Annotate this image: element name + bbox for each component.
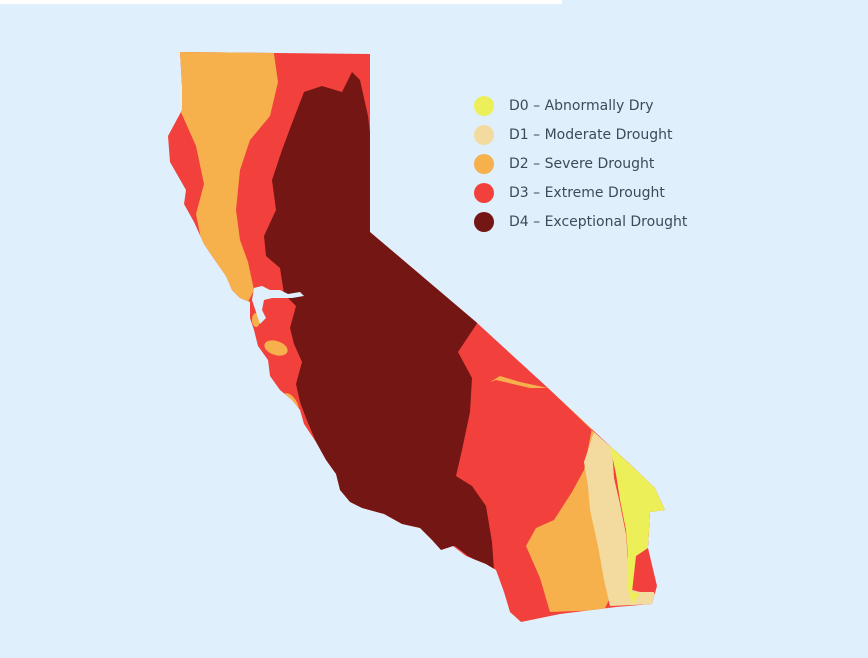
legend-swatch-d0 [474,96,494,117]
legend-item-d4: D4 – Exceptional Drought [474,207,687,236]
zone-d1-east [584,432,656,606]
legend-label-d3: D3 – Extreme Drought [509,184,665,201]
zone-d2-north-coast [168,52,278,310]
zone-d2-coast-oval-1 [264,340,288,356]
zone-d2-southeast [490,376,610,612]
sf-bay-water [252,286,304,324]
legend-item-d2: D2 – Severe Drought [474,150,687,179]
legend-label-d4: D4 – Exceptional Drought [509,213,688,230]
legend-label-d2: D2 – Severe Drought [509,155,655,172]
legend-label-d1: D1 – Moderate Drought [509,127,673,144]
top-border-strip [0,0,562,4]
legend-item-d0: D0 – Abnormally Dry [474,92,687,121]
zone-d4-interior [264,72,494,570]
legend-label-d0: D0 – Abnormally Dry [509,98,654,115]
zone-d0-east [610,446,665,604]
legend-swatch-d2 [474,153,494,174]
legend-swatch-d1 [474,125,494,146]
legend-item-d1: D1 – Moderate Drought [474,121,687,150]
legend-swatch-d3 [474,182,494,203]
drought-legend: D0 – Abnormally Dry D1 – Moderate Drough… [474,92,687,236]
legend-item-d3: D3 – Extreme Drought [474,178,687,207]
legend-swatch-d4 [474,211,494,232]
